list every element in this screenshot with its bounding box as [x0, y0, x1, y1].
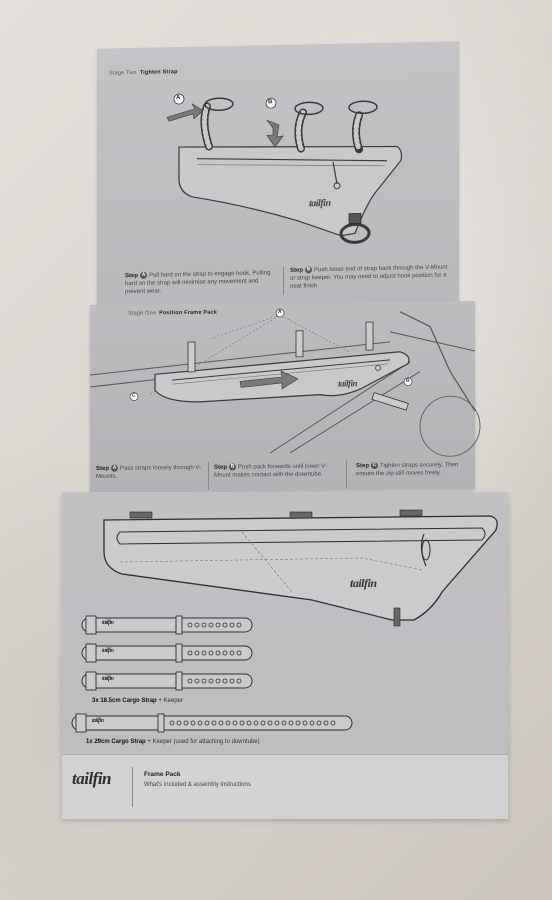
bag-logo: tailfin	[350, 576, 377, 590]
marker-b: B	[268, 99, 273, 106]
bag-logo: tailfin	[338, 378, 358, 389]
marker-a: A	[176, 95, 181, 102]
stage-two-illustration	[166, 93, 403, 244]
cargo-strap-label: 3x 18.5cm Cargo Strap + Keeper	[92, 698, 183, 704]
footer-bar: tailfin Frame Pack What's included & ass…	[62, 754, 508, 819]
step-divider	[208, 461, 209, 490]
marker-b: B	[406, 377, 410, 384]
strap-logo: tailfin	[102, 648, 114, 654]
long-strap-label: 1x 29cm Cargo Strap + Keeper (used for a…	[86, 739, 260, 745]
cargo-straps-illustration	[71, 615, 353, 733]
frame-pack-illustration	[103, 509, 498, 627]
footer-divider	[132, 767, 133, 807]
strap-logo: tailfin	[102, 620, 114, 626]
step-divider	[346, 460, 347, 489]
marker-c: C	[132, 392, 136, 399]
footer-subtitle: What's included & assembly instructions	[144, 782, 251, 788]
step-divider	[283, 266, 284, 295]
footer-title: Frame Pack	[144, 771, 181, 778]
strap-logo: tailfin	[102, 676, 114, 682]
stage-one-illustration	[89, 308, 481, 457]
tailfin-logo: tailfin	[72, 769, 112, 788]
marker-a: A	[278, 309, 282, 316]
contents-panel: tailfin	[62, 492, 508, 819]
bag-logo: tailfin	[309, 197, 331, 210]
strap-logo: tailfin	[92, 718, 104, 724]
